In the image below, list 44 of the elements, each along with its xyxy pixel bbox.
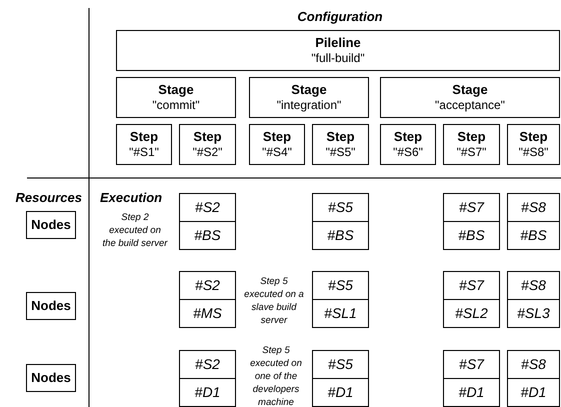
- execution-cell: #D1: [507, 378, 560, 407]
- execution-cell: #BS: [443, 221, 500, 250]
- note-text: Step 5 executed on one of the developers machine: [249, 344, 303, 407]
- execution-cell: #BS: [507, 221, 560, 250]
- execution-cell: #S7: [443, 193, 500, 222]
- execution-cell: #S8: [507, 271, 560, 300]
- config-box: Step "#S6": [380, 124, 436, 165]
- execution-cell: #SL3: [507, 299, 560, 328]
- execution-cell: #D1: [443, 378, 500, 407]
- execution-cell: #BS: [312, 221, 369, 250]
- config-box: Step "#S1": [116, 124, 172, 165]
- resource-box: Nodes: [26, 364, 76, 392]
- config-box: Step "#S5": [312, 124, 369, 165]
- execution-cell: #S2: [179, 271, 236, 300]
- execution-cell: #S5: [312, 350, 369, 379]
- execution-cell: #S2: [179, 350, 236, 379]
- execution-cell: #BS: [179, 221, 236, 250]
- execution-cell: #S2: [179, 193, 236, 222]
- config-box: Stage "integration": [249, 77, 369, 118]
- section-heading: Configuration: [296, 8, 384, 26]
- config-box: Step "#S8": [507, 124, 560, 165]
- execution-cell: #S5: [312, 271, 369, 300]
- config-box: Step "#S7": [443, 124, 500, 165]
- config-box: Stage "acceptance": [380, 77, 560, 118]
- resource-box: Nodes: [26, 292, 76, 320]
- config-box: Step "#S2": [179, 124, 236, 165]
- execution-cell: #S7: [443, 350, 500, 379]
- execution-cell: #S8: [507, 193, 560, 222]
- execution-cell: #D1: [312, 378, 369, 407]
- execution-cell: #SL2: [443, 299, 500, 328]
- note-text: Step 5 executed on a slave build server: [243, 275, 305, 327]
- section-heading: Execution: [100, 189, 164, 207]
- execution-cell: #S5: [312, 193, 369, 222]
- config-box: Stage "commit": [116, 77, 236, 118]
- execution-cell: #D1: [179, 378, 236, 407]
- note-text: Step 2 executed on the build server: [102, 211, 168, 250]
- execution-cell: #MS: [179, 299, 236, 328]
- config-box: Step "#S4": [249, 124, 305, 165]
- execution-cell: #SL1: [312, 299, 369, 328]
- execution-cell: #S7: [443, 271, 500, 300]
- section-heading: Resources: [14, 189, 82, 207]
- execution-cell: #S8: [507, 350, 560, 379]
- config-box: Pileline "full-build": [116, 30, 560, 71]
- resource-box: Nodes: [26, 211, 76, 239]
